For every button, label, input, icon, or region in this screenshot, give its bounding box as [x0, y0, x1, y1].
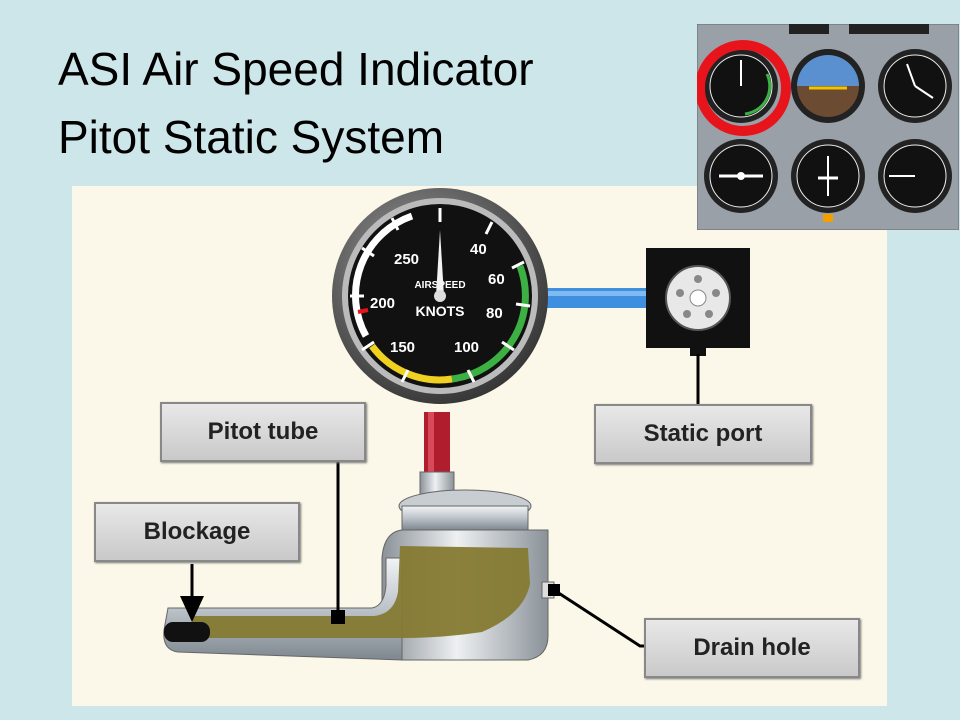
instrument-panel-inset [695, 23, 960, 231]
airspeed-gauge: 40 60 80 100 150 200 250 AIRSPEED KNOTS [332, 188, 548, 404]
slide-title-line-2: Pitot Static System [58, 111, 445, 163]
pitot-housing [163, 489, 549, 661]
static-port-label: Static port [594, 404, 812, 464]
slide-title-line-1: ASI Air Speed Indicator [58, 43, 534, 95]
static-port-unit [646, 248, 750, 356]
inset-heading-indicator [791, 139, 865, 222]
gauge-label-40: 40 [470, 241, 487, 258]
gauge-needle [436, 230, 444, 296]
diagram-panel: 40 60 80 100 150 200 250 AIRSPEED KNOTS … [72, 186, 887, 706]
gauge-label-60: 60 [488, 271, 505, 288]
gauge-label-100: 100 [454, 339, 479, 356]
pitot-tube-label: Pitot tube [160, 402, 366, 462]
inset-turn-coordinator [704, 139, 778, 213]
gauge-label-200: 200 [370, 295, 395, 312]
highlight-ring [695, 40, 791, 136]
blockage-label: Blockage [94, 502, 300, 562]
gauge-label-250: 250 [394, 251, 419, 268]
fluid-channel [192, 546, 530, 638]
inset-attitude-indicator [791, 49, 865, 123]
gauge-label-150: 150 [390, 339, 415, 356]
inset-airspeed-indicator [704, 49, 778, 123]
blockage-arrow [180, 596, 204, 622]
gauge-label-80: 80 [486, 305, 503, 322]
drain-hole-label: Drain hole [644, 618, 860, 678]
inset-vertical-speed-indicator [878, 139, 952, 213]
gauge-face-word-2: KNOTS [416, 303, 465, 319]
inset-altimeter [878, 49, 952, 123]
blockage-tip [164, 622, 210, 642]
